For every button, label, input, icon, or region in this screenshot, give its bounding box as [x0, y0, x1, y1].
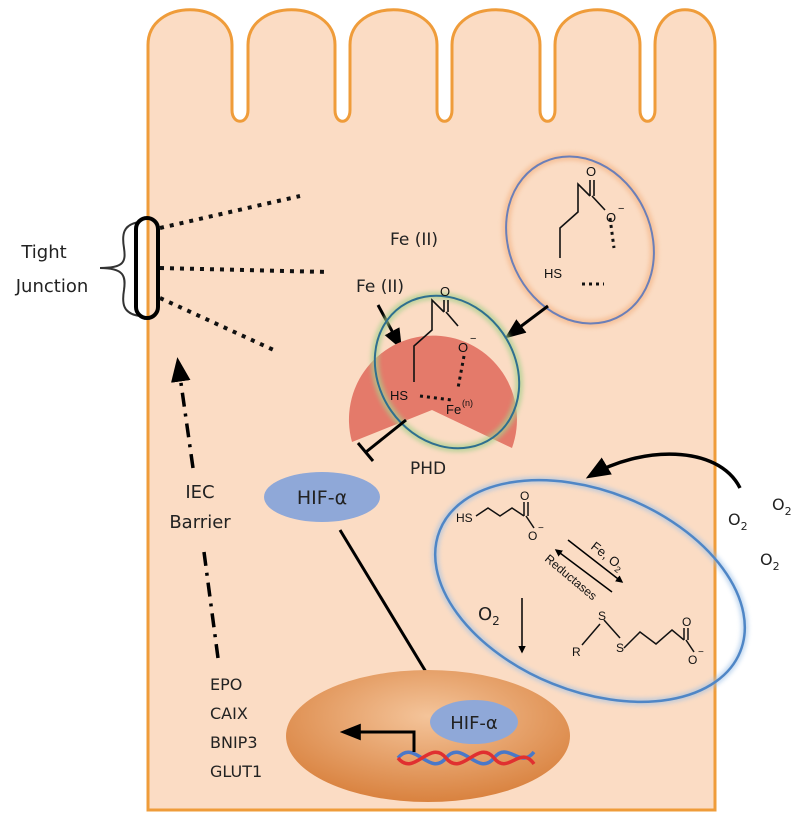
phd-enzyme: [348, 335, 517, 448]
gene-glut1: GLUT1: [210, 762, 262, 781]
iec-barrier-label-2: Barrier: [169, 512, 231, 533]
disulfide-molecule: [581, 619, 695, 653]
o2-external-1-sub: 2: [741, 520, 748, 533]
nucleus: [286, 670, 570, 802]
hif-alpha-nucleus: [430, 700, 518, 744]
chem-R: R: [572, 645, 581, 659]
chem-top-Ominus: O: [606, 210, 616, 225]
tight-junction-box: [134, 216, 160, 320]
hif-alpha-cytoplasm: [264, 472, 380, 522]
phd-label: PHD: [410, 459, 446, 479]
chem-mid-Ominus: O: [458, 340, 468, 355]
dna-helix: [396, 750, 536, 766]
chem-top-O: O: [586, 164, 596, 179]
gene-bnip3: BNIP3: [210, 733, 258, 752]
gene-caix: CAIX: [210, 704, 248, 723]
target-genes: EPO CAIX BNIP3 GLUT1: [210, 675, 262, 781]
o2-external-3: O2: [760, 550, 780, 573]
iec-barrier-label-1: IEC: [185, 482, 214, 503]
iec-barrier-arrow-upper: [171, 357, 195, 469]
thiol-molecule-blue: [475, 502, 535, 529]
o2-internal-sub: 2: [492, 614, 500, 628]
transcription-arrow: [339, 723, 416, 752]
chem-dis-O: O: [682, 615, 691, 629]
junction-dots-lower: [159, 296, 279, 354]
o2-external-1: O2: [728, 510, 748, 533]
chem-mid-minus: −: [470, 333, 476, 345]
tight-junction: [99, 194, 329, 354]
o2-external-3-O: O: [760, 550, 773, 569]
inhibition-line: [356, 418, 407, 462]
fe-o2-sub: 2: [613, 564, 623, 575]
hif-alpha-cytoplasm-label: HIF-α: [297, 487, 347, 509]
chem-mid-HS: HS: [390, 388, 408, 403]
o2-external-2-O: O: [772, 495, 785, 514]
chem-dis-Ominus: O: [688, 653, 697, 667]
chem-mid-O: O: [440, 284, 450, 299]
thiol-molecule-bound: [413, 298, 466, 402]
o2-external-3-sub: 2: [773, 560, 780, 573]
arrow-fe-to-green: [376, 304, 402, 350]
chem-top-HS: HS: [544, 266, 562, 281]
tight-junction-label-1: Tight: [20, 242, 66, 263]
chem-blue-O: O: [520, 489, 529, 503]
chem-mid-Fe-sup: (n): [462, 398, 473, 408]
reverse-arrow: [554, 549, 613, 593]
o2-external-2: O2: [772, 495, 792, 518]
chem-blue-minus: −: [538, 523, 544, 534]
o2-external-1-O: O: [728, 510, 741, 529]
chem-top-minus: −: [618, 203, 624, 215]
arrow-orange-to-green: [504, 304, 549, 339]
fe-ii-label-2: Fe (II): [356, 277, 404, 297]
thiol-molecule-top: [559, 180, 616, 286]
o2-internal-O: O: [478, 604, 492, 625]
fe-ii-label-1: Fe (II): [390, 230, 438, 250]
redox-oval-blue: [433, 478, 747, 704]
chem-blue-HS: HS: [456, 511, 473, 525]
chem-blue-Ominus: O: [528, 529, 537, 543]
iec-barrier-arrow-lower: [202, 551, 220, 659]
hif-alpha-nucleus-label: HIF-α: [450, 713, 498, 734]
molecule-oval-green: [373, 294, 521, 450]
junction-dots-upper: [159, 194, 301, 230]
tight-junction-label-2: Junction: [15, 276, 89, 297]
tight-junction-brace: [99, 221, 141, 317]
chem-mid-Fe: Fe: [446, 402, 461, 417]
forward-arrow: [567, 539, 624, 583]
arrow-external-o2: [585, 452, 742, 489]
gene-epo: EPO: [210, 675, 242, 694]
o2-external-2-sub: 2: [785, 505, 792, 518]
o2-internal-label: O2: [478, 604, 500, 628]
junction-dots-middle: [159, 266, 329, 274]
chem-S1: S: [598, 609, 606, 623]
molecule-oval-orange: [505, 155, 655, 325]
chem-dis-minus: −: [698, 647, 704, 658]
chem-S2: S: [616, 641, 624, 655]
